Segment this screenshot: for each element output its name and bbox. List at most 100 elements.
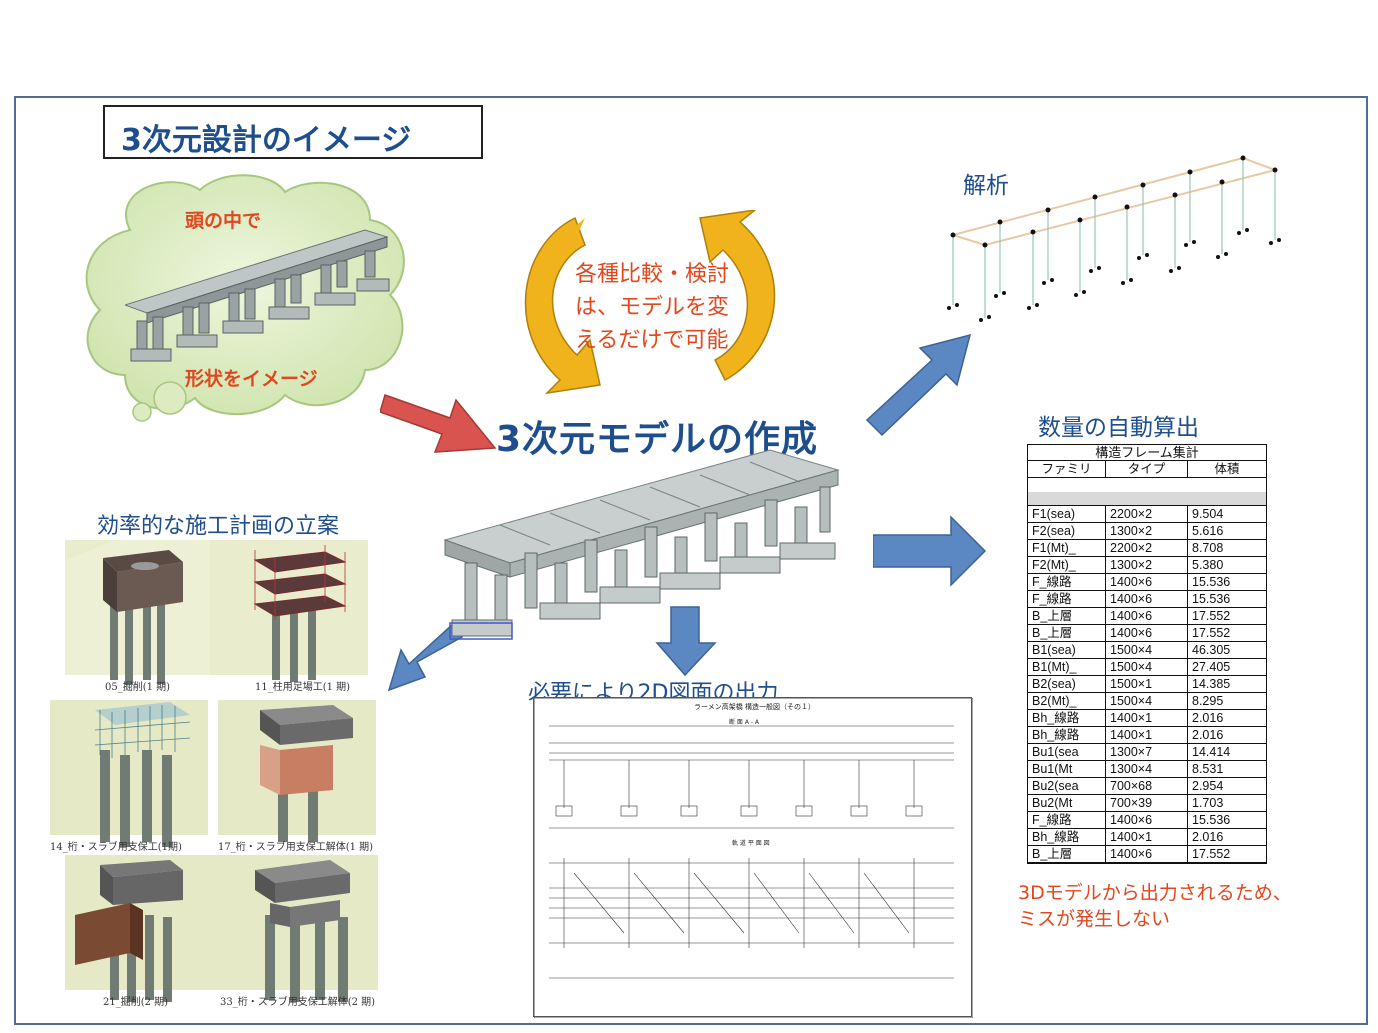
cell-type: 700×39 — [1106, 795, 1188, 811]
cell-volume: 9.504 — [1192, 507, 1224, 521]
thumb-shoring-removal-2: 33_桁・スラブ用支保工解体(2 期) — [220, 855, 378, 1008]
cell-type: 1400×1 — [1106, 710, 1188, 726]
cell-volume: 2.016 — [1192, 711, 1224, 725]
cell-family: B_上層 — [1028, 625, 1106, 641]
cell-type: 1400×6 — [1106, 846, 1188, 862]
cell-type: 1500×4 — [1106, 693, 1188, 709]
title-box: 3次元設計のイメージ — [103, 105, 483, 159]
arrow-to-analysis — [865, 333, 972, 437]
cell-volume: 15.536 — [1192, 592, 1231, 606]
cell-volume: 17.552 — [1192, 609, 1231, 623]
cell-volume: 14.414 — [1192, 745, 1231, 759]
cell-type: 2200×2 — [1106, 540, 1188, 556]
red-arrow — [380, 394, 497, 453]
drawing-sheet: ラーメン高架橋 構造一般図（その１） 断 面 A - A 軌 道 平 面 図 — [533, 697, 973, 1018]
thumb-caption-4: 17_桁・スラブ用支保工解体(1 期) — [218, 840, 373, 853]
thumb-excavation-2: 21_掘削(2 期) — [65, 855, 223, 1008]
main-3d-model — [443, 449, 840, 640]
thumb-caption-1: 05_掘削(1 期) — [105, 680, 170, 693]
cell-volume: 8.708 — [1192, 541, 1224, 555]
table-header-type: タイプ — [1106, 461, 1188, 477]
cell-volume: 8.295 — [1192, 694, 1224, 708]
table-header-family: ファミリ — [1028, 461, 1106, 477]
thumb-excavation-1: 05_掘削(1 期) — [65, 540, 223, 693]
cell-volume: 2.016 — [1192, 728, 1224, 742]
cloud-text-line1: 頭の中で — [185, 210, 262, 232]
cell-volume: 17.552 — [1192, 847, 1231, 861]
quantity-label: 数量の自動算出 — [1038, 415, 1199, 441]
cell-family: B2(Mt)_ — [1028, 693, 1106, 709]
cell-volume: 2.954 — [1192, 779, 1224, 793]
cell-type: 1300×2 — [1106, 557, 1188, 573]
drawing-section-2: 軌 道 平 面 図 — [732, 840, 770, 847]
cell-family: F_線路 — [1028, 591, 1106, 607]
table-row: B1(sea)1500×4 46.305 — [1028, 642, 1266, 659]
cell-volume: 15.536 — [1192, 575, 1231, 589]
cycle-text-line2: は、モデルを変 — [575, 295, 730, 320]
cell-type: 2200×2 — [1106, 506, 1188, 522]
cell-family: F1(Mt)_ — [1028, 540, 1106, 556]
cell-type: 1500×4 — [1106, 659, 1188, 675]
cell-volume: 2.016 — [1192, 830, 1224, 844]
diagram-title: 3次元設計のイメージ — [121, 123, 412, 158]
note-line2: ミスが発生しない — [1018, 908, 1171, 930]
cell-family: Bu1(sea — [1028, 744, 1106, 760]
cell-family: F1(sea) — [1028, 506, 1106, 522]
arrow-to-quantity — [873, 515, 987, 587]
cell-type: 1500×4 — [1106, 642, 1188, 658]
cell-type: 1400×1 — [1106, 727, 1188, 743]
thumb-shoring-1: 14_桁・スラブ用支保工(1期) — [50, 700, 208, 853]
cell-type: 1300×2 — [1106, 523, 1188, 539]
analysis-label: 解析 — [963, 173, 1009, 199]
cell-family: B1(Mt)_ — [1028, 659, 1106, 675]
cell-type: 1300×7 — [1106, 744, 1188, 760]
cell-volume: 46.305 — [1192, 643, 1231, 657]
cell-family: F_線路 — [1028, 812, 1106, 828]
cell-family: Bu2(sea — [1028, 778, 1106, 794]
table-spacer — [1028, 478, 1266, 506]
cell-volume: 15.536 — [1192, 813, 1231, 827]
analysis-wireframe — [947, 155, 1281, 322]
cell-family: Bh_線路 — [1028, 710, 1106, 726]
cell-family: F2(Mt)_ — [1028, 557, 1106, 573]
arrow-to-drawing — [655, 606, 717, 677]
cell-family: Bu2(Mt — [1028, 795, 1106, 811]
table-title: 構造フレーム集計 — [1028, 445, 1266, 461]
table-header-volume: 体積 — [1214, 462, 1240, 476]
cell-type: 1500×1 — [1106, 676, 1188, 692]
cell-volume: 8.531 — [1192, 762, 1224, 776]
cell-type: 1400×6 — [1106, 812, 1188, 828]
cell-type: 1400×6 — [1106, 625, 1188, 641]
cell-family: B2(sea) — [1028, 676, 1106, 692]
cell-volume: 5.616 — [1192, 524, 1224, 538]
cloud-text-line2: 形状をイメージ — [185, 368, 318, 390]
note-line1: 3Dモデルから出力されるため、 — [1018, 882, 1292, 904]
cell-family: Bh_線路 — [1028, 829, 1106, 845]
cell-family: Bh_線路 — [1028, 727, 1106, 743]
thumb-shoring-removal-1: 17_桁・スラブ用支保工解体(1 期) — [218, 700, 376, 853]
thumb-scaffolding-1: 11_柱用足場工(1 期) — [210, 540, 368, 693]
cell-type: 1400×6 — [1106, 591, 1188, 607]
table-row: B2(Mt)_1500×4 8.295 — [1028, 693, 1266, 710]
cell-type: 1300×4 — [1106, 761, 1188, 777]
cell-family: B1(sea) — [1028, 642, 1106, 658]
construction-label: 効率的な施工計画の立案 — [97, 514, 340, 539]
table-header-row: ファミリ タイプ 体積 — [1028, 461, 1266, 478]
cell-family: Bu1(Mt — [1028, 761, 1106, 777]
